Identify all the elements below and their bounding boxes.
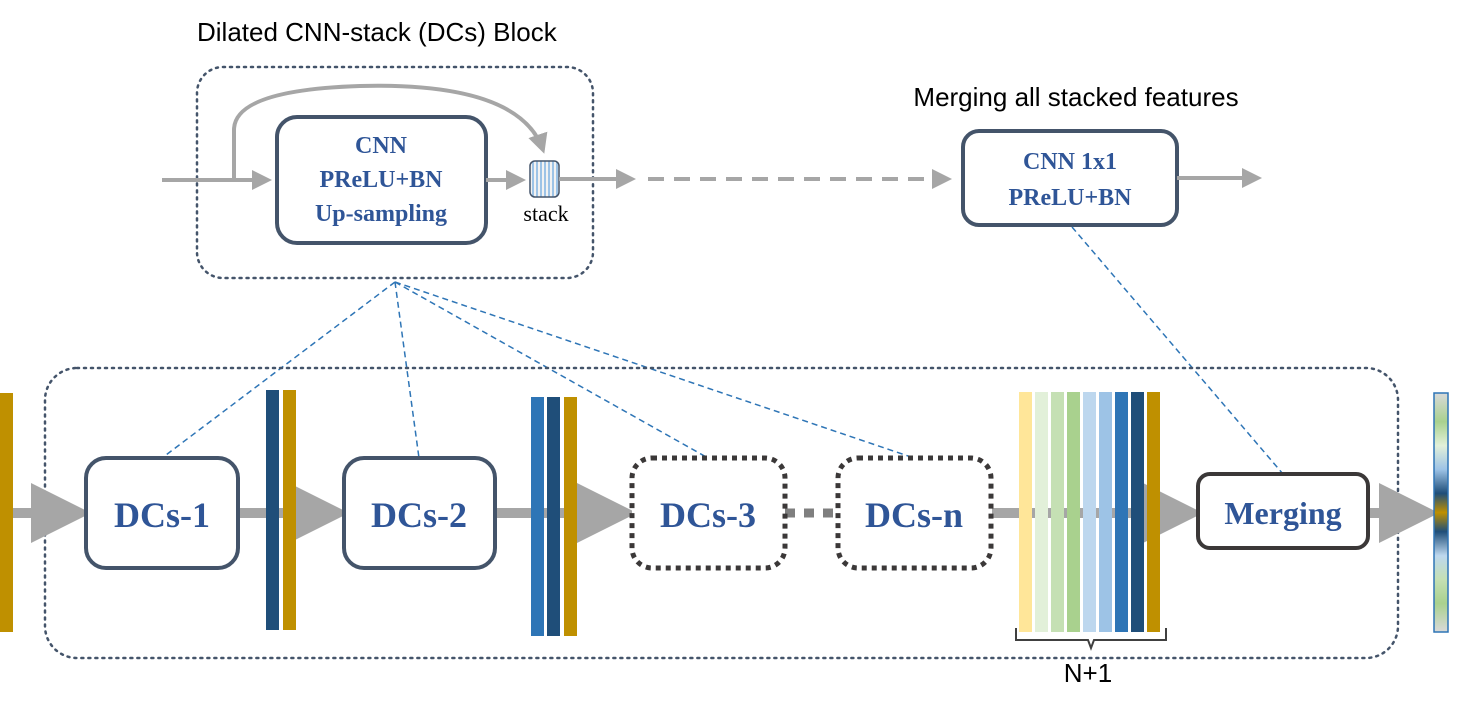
feature-bar xyxy=(1115,392,1128,632)
dcs1-box xyxy=(84,456,240,570)
merge-prelu-bn-label: PReLU+BN xyxy=(1009,185,1133,211)
stack-icon xyxy=(529,160,560,198)
stack-label: stack xyxy=(523,201,568,226)
feature-bar xyxy=(1147,392,1160,632)
dcs1-label: DCs-1 xyxy=(114,495,210,535)
cnn1x1-label: CNN 1x1 xyxy=(1023,149,1117,175)
connector-dcs2 xyxy=(394,281,420,459)
feature-bar xyxy=(283,390,296,630)
feature-bar xyxy=(1035,392,1048,632)
feature-bar xyxy=(547,397,560,636)
feature-bar xyxy=(531,397,544,636)
dcs3-box xyxy=(629,455,788,571)
connector-dcs1 xyxy=(161,281,396,459)
n-plus-1-brace xyxy=(1015,628,1167,651)
upsampling-label: Up-sampling xyxy=(315,201,447,227)
feature-bar xyxy=(1099,392,1112,632)
features-after-dcs1 xyxy=(266,390,296,630)
stacked-features xyxy=(1019,392,1160,632)
cnn-label: CNN xyxy=(355,133,408,159)
feature-bar xyxy=(1051,392,1064,632)
merging-box xyxy=(1196,472,1370,550)
dcsn-box xyxy=(835,455,994,571)
feature-bar xyxy=(266,390,279,630)
merging-label: Merging xyxy=(1224,495,1341,531)
dcsn-label: DCs-n xyxy=(865,495,963,535)
skip-connection-arrow xyxy=(232,83,548,180)
features-after-dcs2 xyxy=(531,397,577,636)
feature-bar xyxy=(1067,392,1080,632)
input-feature-bar xyxy=(0,393,13,632)
dcs-block-container xyxy=(195,65,595,280)
output-feature-bar xyxy=(1433,392,1449,633)
n-plus-1-label: N+1 xyxy=(1064,658,1112,688)
feature-bar xyxy=(1019,392,1032,632)
prelu-bn-label: PReLU+BN xyxy=(320,167,444,193)
feature-bar xyxy=(1131,392,1144,632)
connector-dcsn xyxy=(394,281,915,459)
feature-bar xyxy=(564,397,577,636)
connector-lines xyxy=(161,226,1284,475)
dcs2-label: DCs-2 xyxy=(371,495,467,535)
dcs-block-title: Dilated CNN-stack (DCs) Block xyxy=(197,17,558,47)
connector-merging xyxy=(1071,226,1284,475)
merge-block-title: Merging all stacked features xyxy=(913,82,1238,112)
dcs3-label: DCs-3 xyxy=(660,495,756,535)
dcs2-box xyxy=(342,456,497,570)
feature-bar xyxy=(1083,392,1096,632)
